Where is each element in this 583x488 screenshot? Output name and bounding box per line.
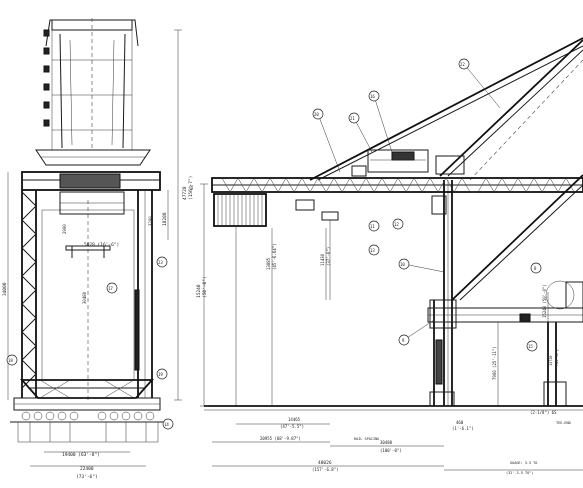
dim-clearance-left: 34000 <box>2 282 8 296</box>
dim-col-a: 13885 <box>266 257 271 270</box>
callout-20: 20 <box>314 112 319 117</box>
dim-span-label: 30480 <box>380 440 393 445</box>
note-gauge-ref: (32'-3.5 TO") <box>506 471 533 475</box>
dim-backreach: 14465 <box>288 417 301 422</box>
dim-leg: 13720 <box>549 355 553 366</box>
dim-left-height-ft: (50'-0") <box>202 276 208 298</box>
dim-height-main: 47728 <box>182 186 188 200</box>
callout-15: 15 <box>528 344 533 349</box>
dim-base-total: 48026 <box>318 460 332 466</box>
callout-14: 14 <box>164 422 169 427</box>
callout-18: 18 <box>8 358 13 363</box>
dim-boom-clear: 15240 (50'-0") <box>542 284 547 318</box>
dim-total-a: 20955 (68'-9.87") <box>260 436 301 441</box>
callout-23: 23 <box>158 260 163 265</box>
front-dimensions: 15240 (50'-0") 68 13885 (45'-6.64") 1143… <box>189 183 583 475</box>
dim-col-a-ft: (45'-6.64") <box>272 244 277 271</box>
dim-small-a-ft: (1'-6.1") <box>452 426 474 431</box>
callout-13: 13 <box>370 248 375 253</box>
dim-backreach-ft: (47'-5.5") <box>280 424 304 429</box>
callout-8: 8 <box>534 266 537 271</box>
dim-outreach-ft: (73'-6") <box>76 474 98 480</box>
callout-19: 19 <box>158 372 163 377</box>
machinery-tower <box>35 18 151 166</box>
dim-upper: 68 <box>189 185 194 190</box>
ground-lines <box>204 391 583 411</box>
dim-gap-label: 2900 <box>62 224 67 234</box>
dim-span-ft: (100'-0") <box>380 448 402 453</box>
dim-lift-height: 7900 (25'-11") <box>492 346 497 380</box>
note-gauge: GUAGE: 3.5 TO <box>510 461 537 465</box>
front-callouts: 22 16 21 20 12 11 13 10 9 8 15 <box>312 58 542 352</box>
side-dimensions: 47728 (156'-7") 34000 18288 5028 (16'-6"… <box>2 29 194 480</box>
side-view: 47728 (156'-7") 34000 18288 5028 (16'-6"… <box>2 18 194 480</box>
dim-width-bay: 5028 (16'-6") <box>84 242 119 248</box>
callout-11: 11 <box>370 224 375 229</box>
dim-clearance-right: 18288 <box>162 212 168 226</box>
dim-small: 3200 <box>148 216 153 226</box>
machinery-house <box>351 149 465 177</box>
front-view: 15240 (50'-0") 68 13885 (45'-6.64") 1143… <box>189 37 583 475</box>
callout-22: 22 <box>460 62 465 67</box>
callout-16: 16 <box>370 94 375 99</box>
callout-21: 21 <box>350 116 355 121</box>
callout-17: 17 <box>108 286 113 291</box>
a-frame <box>309 37 583 406</box>
dim-col-b-ft: (37'-6") <box>326 247 331 266</box>
landside-leg <box>427 280 583 407</box>
callout-10: 10 <box>400 262 405 267</box>
side-callouts: 23 17 18 19 14 <box>6 256 174 430</box>
dim-rail-gauge: 30480 <box>82 291 87 304</box>
wheel-row <box>21 411 155 421</box>
dim-outreach-total: 22400 <box>80 466 94 472</box>
counterweight-hatch <box>217 194 263 226</box>
dim-small-a: 460 <box>456 420 464 425</box>
main-girder <box>211 177 583 406</box>
dim-leg-ft: (45'-0") <box>555 349 559 366</box>
dim-height-main-ft: (156'-7") <box>188 176 194 200</box>
dim-base-total-ft: (157'-6.8") <box>312 467 339 472</box>
callout-12: 12 <box>394 222 399 227</box>
note-wall-ref: TEE-END <box>556 421 571 425</box>
note-wall: (2-1/8") 6S <box>530 410 557 415</box>
callout-9: 9 <box>402 338 405 343</box>
portal-frame <box>10 171 164 443</box>
dim-span-note: RAIL SPACING <box>354 437 379 441</box>
dim-left-height: 15240 <box>196 284 202 298</box>
dim-col-b: 11430 <box>320 253 325 266</box>
dim-base-width: 19400 (63'-8") <box>62 452 100 458</box>
